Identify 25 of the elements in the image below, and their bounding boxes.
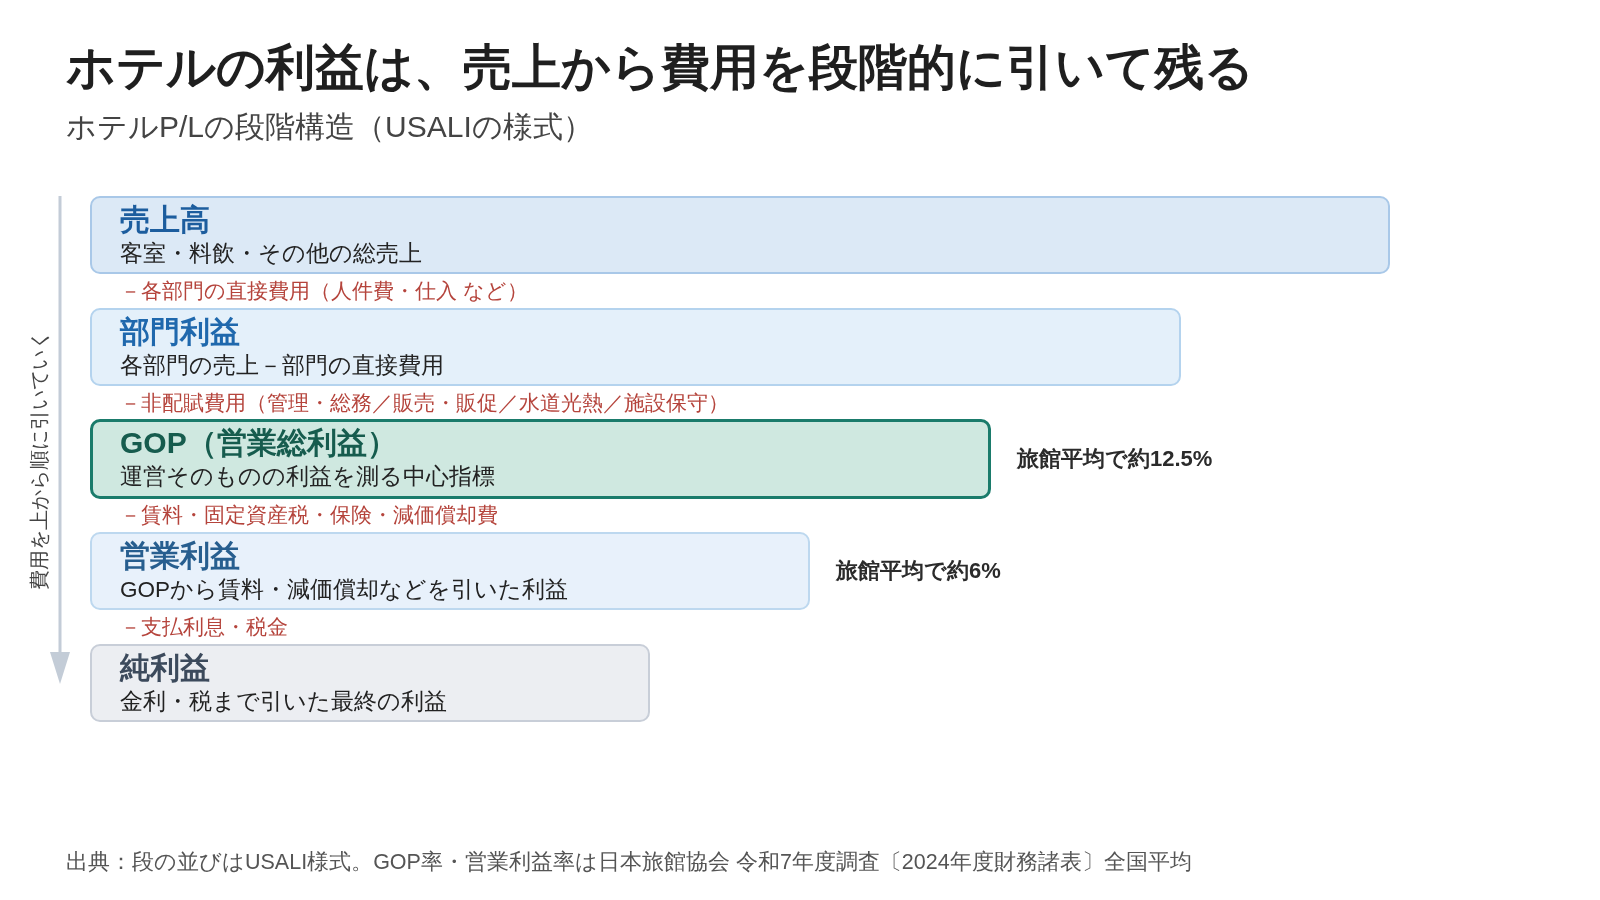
box-heading: 売上高 [120, 202, 210, 238]
vertical-text: 費用を上から順に引いていく [27, 330, 51, 590]
box-heading: 営業利益 [120, 538, 240, 574]
stage-box [90, 419, 991, 499]
box-heading: 純利益 [120, 650, 210, 686]
box-text: 運営そのものの利益を測る中心指標 [120, 463, 495, 491]
box-text: 金利・税まで引いた最終の利益 [120, 688, 447, 716]
box-heading: GOP（営業総利益） [120, 425, 397, 461]
title: ホテルの利益は、売上から費用を段階的に引いて残る [66, 39, 1254, 96]
deduction-text: －支払利息・税金 [120, 614, 288, 640]
stage-box [90, 644, 650, 722]
deduction-text: －賃料・固定資産税・保険・減価償却費 [120, 502, 498, 528]
stage-box [90, 308, 1181, 386]
stage-box [90, 196, 1390, 274]
deduction-text: －非配賦費用（管理・総務／販売・販促／水道光熱／施設保守） [120, 390, 729, 416]
stage-box [90, 532, 810, 610]
side-note: 旅館平均で約6% [836, 557, 1001, 585]
box-text: 各部門の売上－部門の直接費用 [120, 352, 444, 380]
box-heading: 部門利益 [120, 314, 240, 350]
box-text: 客室・料飲・その他の総売上 [120, 240, 422, 268]
source-note: 出典：段の並びはUSALI様式。GOP率・営業利益率は日本旅館協会 令和7年度調査〔2024年度財務諸表〕全国平均 [66, 849, 1192, 876]
side-note: 旅館平均で約12.5% [1017, 445, 1213, 473]
subtitle: ホテルP/Lの段階構造（USALIの様式） [66, 109, 593, 145]
box-text: GOPから賃料・減価償却などを引いた利益 [120, 576, 568, 604]
deduction-text: －各部門の直接費用（人件費・仕入 など） [120, 278, 528, 304]
